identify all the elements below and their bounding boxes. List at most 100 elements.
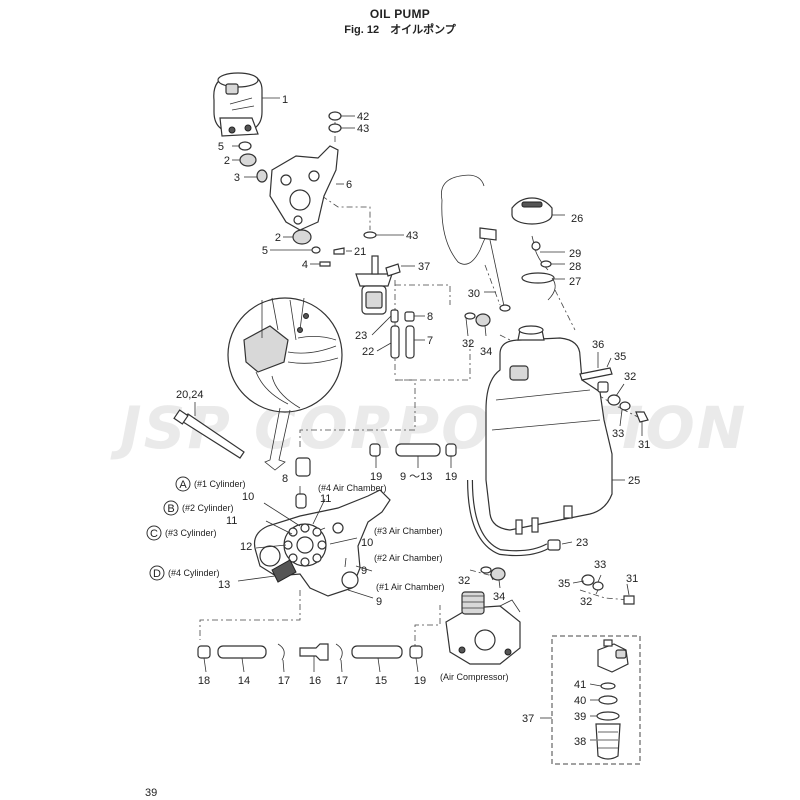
callout-3: 3 [234, 172, 240, 184]
callout-10b: 10 [361, 537, 373, 549]
tank-hose [467, 479, 550, 557]
callout-38: 38 [574, 736, 586, 748]
short-tubes [371, 309, 425, 359]
callout-29: 29 [569, 248, 581, 260]
callout-35: 35 [614, 351, 626, 363]
nozzle-ring [283, 523, 327, 567]
callout-36: 36 [592, 339, 604, 351]
diagram-subtitle: Fig. 12 オイルポンプ [344, 24, 456, 36]
callout-13: 13 [218, 579, 230, 591]
callout-31: 31 [638, 439, 650, 451]
callout-5b: 5 [262, 245, 268, 257]
callout-35b: 35 [558, 578, 570, 590]
callout-16: 16 [309, 675, 321, 687]
small-hardware-left [232, 111, 404, 267]
callout-32d: 32 [580, 596, 592, 608]
callout-20-24: 20,24 [176, 389, 204, 401]
bracket-part-6 [269, 145, 344, 231]
oil-filter-part-37 [355, 255, 415, 315]
cylinder-d-letter: D [153, 568, 161, 580]
inset-detail-circle [227, 297, 343, 471]
callout-22: 22 [362, 346, 374, 358]
air-chamber-1-label: (#1 Air Chamber) [376, 582, 445, 592]
callout-41: 41 [574, 679, 586, 691]
air-chamber-3-label: (#3 Air Chamber) [374, 526, 443, 536]
tank-side-hardware [464, 312, 649, 605]
air-compressor [445, 591, 521, 665]
air-chamber-labels: (#4 Air Chamber) (#3 Air Chamber) (#2 Ai… [318, 483, 509, 682]
callout-19c: 19 [414, 675, 426, 687]
oil-pump-part-1 [213, 72, 280, 137]
callout-43: 43 [357, 123, 369, 135]
callout-33: 33 [612, 428, 624, 440]
air-chamber-4-label: (#4 Air Chamber) [318, 483, 387, 493]
callout-23b: 23 [576, 537, 588, 549]
callout-14: 14 [238, 675, 250, 687]
callout-8b: 8 [282, 473, 288, 485]
tank-cap-part-26 [511, 197, 565, 225]
oil-tank-part-25 [485, 325, 625, 535]
callout-37b: 37 [522, 713, 534, 725]
cap-strap-parts-27-29 [521, 235, 565, 301]
level-sensor-part-30 [441, 174, 511, 312]
callout-32: 32 [462, 338, 474, 350]
callout-9-13: 9 〜13 [400, 471, 432, 483]
callout-17: 17 [278, 675, 290, 687]
cylinder-legend: A (#1 Cylinder) B (#2 Cylinder) C (#3 Cy… [146, 476, 246, 581]
callout-2b: 2 [275, 232, 281, 244]
callout-8: 8 [427, 311, 433, 323]
callout-17b: 17 [336, 675, 348, 687]
hose-set-bottom [197, 643, 423, 673]
hose-set-middle [295, 443, 457, 509]
diagram-title: OIL PUMP [369, 7, 431, 21]
callout-19: 19 [370, 471, 382, 483]
callout-34b: 34 [493, 591, 505, 603]
air-chamber-2-label: (#2 Air Chamber) [374, 553, 443, 563]
callout-31b: 31 [626, 573, 638, 585]
callout-7: 7 [427, 335, 433, 347]
manifold-plate [237, 489, 391, 599]
callout-42: 42 [357, 111, 369, 123]
callout-25: 25 [628, 475, 640, 487]
callout-34: 34 [480, 346, 492, 358]
page-number: 39 [145, 787, 158, 799]
callout-18: 18 [198, 675, 210, 687]
callout-30: 30 [468, 288, 480, 300]
filter-kit-inset [540, 635, 641, 765]
callout-6: 6 [346, 179, 352, 191]
cylinder-b-label: (#2 Cylinder) [182, 503, 234, 513]
callout-40: 40 [574, 695, 586, 707]
callout-numbers: 1 5 2 3 6 42 43 2 5 4 21 43 37 8 23 22 7… [176, 94, 650, 748]
cable-tie-part-20-24 [173, 402, 245, 459]
callout-33b: 33 [594, 559, 606, 571]
callout-32c: 32 [458, 575, 470, 587]
callout-1: 1 [282, 94, 288, 106]
cylinder-a-letter: A [179, 479, 187, 491]
cylinder-a-label: (#1 Cylinder) [194, 479, 246, 489]
callout-19b: 19 [445, 471, 457, 483]
callout-27: 27 [569, 276, 581, 288]
callout-11b: 11 [226, 515, 237, 527]
callout-11: 11 [320, 493, 331, 505]
callout-37: 37 [418, 261, 430, 273]
callout-5: 5 [218, 141, 224, 153]
air-compressor-label: (Air Compressor) [440, 672, 509, 682]
cylinder-d-label: (#4 Cylinder) [168, 568, 220, 578]
cylinder-b-letter: B [167, 503, 174, 515]
callout-15: 15 [375, 675, 387, 687]
callout-43b: 43 [406, 230, 418, 242]
cylinder-c-label: (#3 Cylinder) [165, 528, 217, 538]
callout-26: 26 [571, 213, 583, 225]
cylinder-c-letter: C [150, 528, 158, 540]
callout-28: 28 [569, 261, 581, 273]
connection-paths [199, 122, 641, 655]
callout-4: 4 [302, 259, 308, 271]
callout-10: 10 [242, 491, 254, 503]
callout-23: 23 [355, 330, 367, 342]
callout-32b: 32 [624, 371, 636, 383]
callout-39: 39 [574, 711, 586, 723]
callout-21: 21 [354, 246, 366, 258]
callout-9: 9 [361, 565, 367, 577]
callout-9b: 9 [376, 596, 382, 608]
